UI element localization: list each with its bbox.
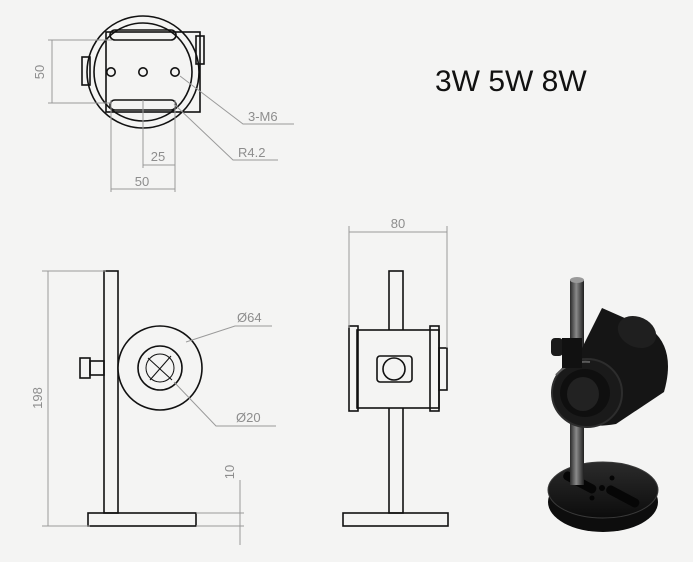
front-view-bore [137, 345, 183, 391]
top-view-side-tab-right [195, 35, 205, 65]
front-view-height-dimension: 198 [30, 387, 45, 409]
top-view-slot-top [109, 29, 177, 41]
side-view-clamp-knob [382, 357, 406, 381]
front-view-knob-stem [89, 360, 105, 376]
product-render [547, 277, 668, 532]
outer-diameter-callout: Ø64 [237, 310, 262, 325]
front-view-base [87, 512, 197, 527]
side-view: 80 [342, 216, 449, 527]
front-view: 198 Ø64 Ø20 10 [30, 270, 276, 545]
front-view-knob [79, 357, 91, 379]
top-view-height-dimension: 50 [32, 65, 47, 79]
holes-callout: 3-M6 [248, 109, 278, 124]
side-view-lens-cap [438, 347, 448, 391]
top-view-side-tab-left [81, 56, 91, 86]
front-view-post [103, 270, 119, 514]
top-view-body [105, 31, 201, 113]
top-view-hole-3 [170, 67, 181, 78]
top-view-spacing-dimension: 25 [151, 149, 165, 164]
top-view-hole-1 [106, 67, 117, 78]
render-lens [567, 377, 599, 411]
model-heading: 3W 5W 8W [435, 65, 587, 98]
side-view-base [342, 512, 449, 527]
side-view-flange-left [348, 325, 359, 412]
top-view: 50 25 50 3-M6 R4.2 [32, 15, 294, 192]
radius-callout: R4.2 [238, 145, 265, 160]
front-view-lens [145, 353, 175, 383]
top-view-hole-2 [138, 67, 149, 78]
inner-diameter-callout: Ø20 [236, 410, 261, 425]
side-view-width-dimension: 80 [391, 216, 405, 231]
top-view-width-dimension: 50 [135, 174, 149, 189]
base-thickness-dimension: 10 [222, 465, 237, 479]
